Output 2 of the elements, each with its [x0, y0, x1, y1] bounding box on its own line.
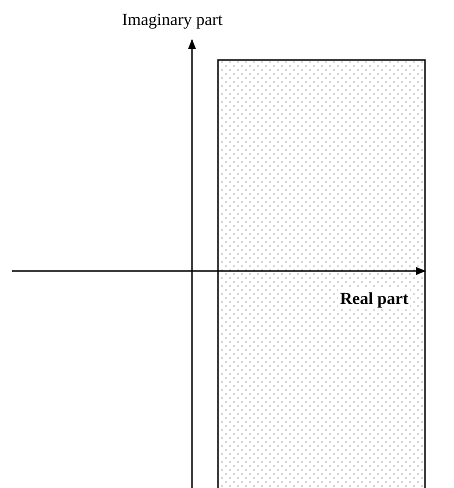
axis-label: Imaginary part: [122, 10, 223, 30]
axis-label: Real part: [338, 289, 410, 309]
